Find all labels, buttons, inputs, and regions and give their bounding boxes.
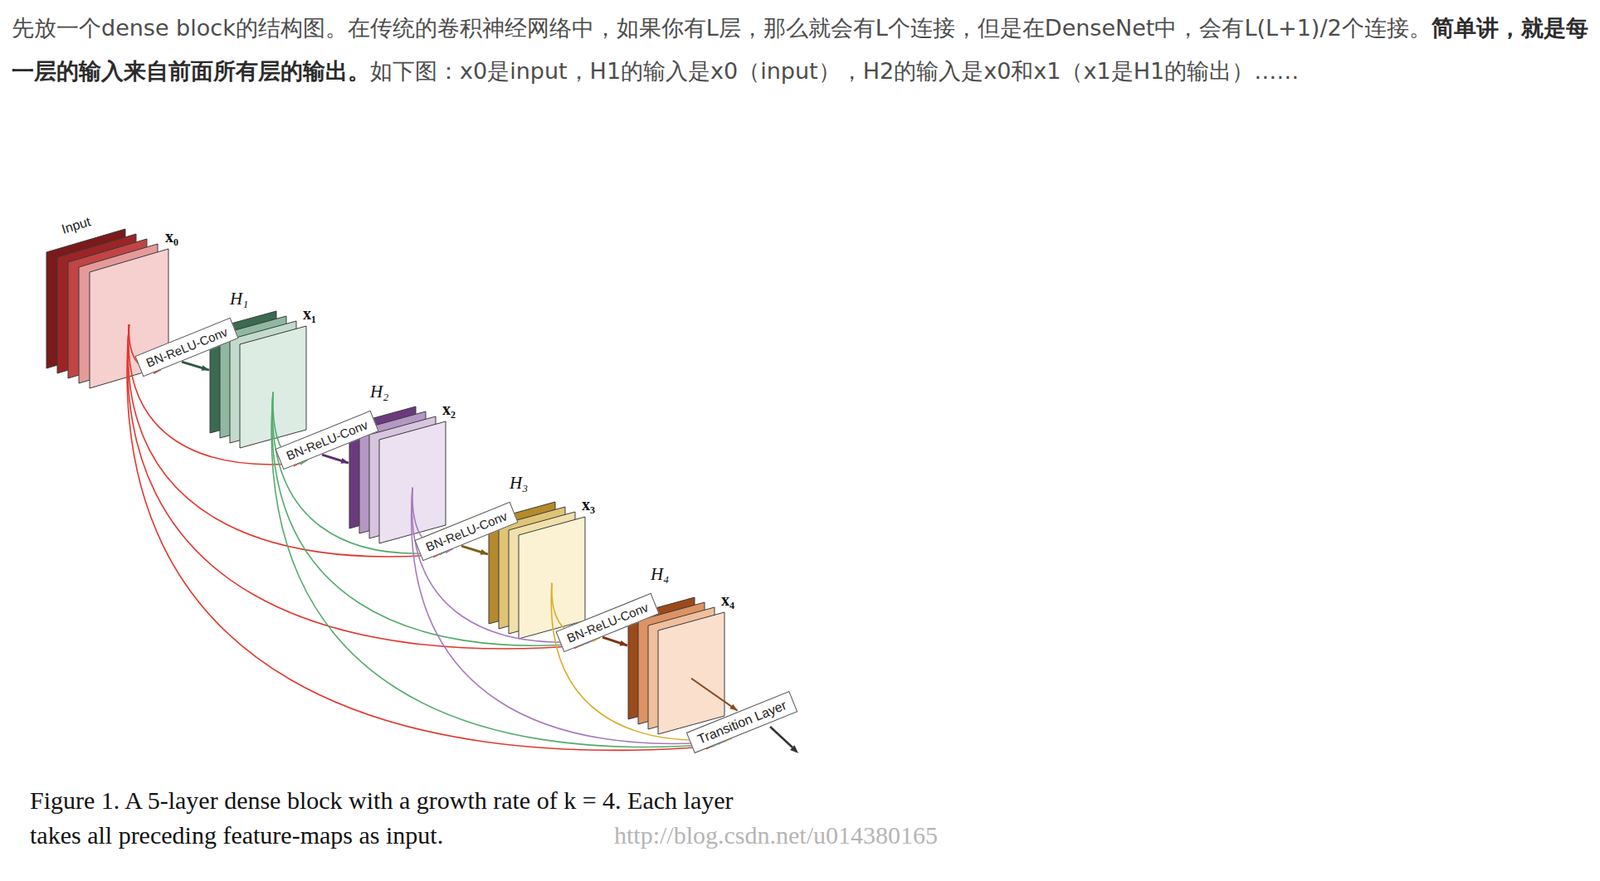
stack-label-box: x₃ bbox=[581, 496, 596, 513]
transition-text: Transition Layer bbox=[695, 697, 789, 747]
feature-map bbox=[369, 416, 436, 539]
transition-layer: Transition Layer bbox=[686, 690, 798, 753]
feature-map bbox=[658, 612, 725, 735]
feature-map-label: x₂ bbox=[442, 400, 456, 419]
feature-map bbox=[209, 311, 277, 434]
dense-connection bbox=[411, 487, 727, 745]
stack-label-box: x₂ bbox=[442, 400, 456, 418]
watermark-box: http://blog.csdn.net/u014380165 bbox=[614, 818, 938, 854]
layer-op-text: BN-ReLU-Conv bbox=[424, 508, 510, 555]
feature-map bbox=[508, 512, 576, 635]
dense-connection bbox=[272, 392, 589, 646]
feature-map bbox=[229, 321, 297, 444]
feature-map bbox=[498, 507, 566, 630]
feature-map-label: x₃ bbox=[581, 495, 596, 514]
feature-map bbox=[349, 406, 416, 529]
layer-op-text: BN-ReLU-Conv bbox=[284, 417, 371, 464]
layer-name-box: H₁ bbox=[229, 290, 249, 308]
dense-connection bbox=[551, 583, 732, 742]
layer-name: H₃ bbox=[509, 473, 528, 493]
feature-map bbox=[379, 421, 446, 544]
dense-connection bbox=[411, 487, 594, 643]
stack-label-box: x₁ bbox=[302, 305, 317, 322]
dense-connection bbox=[272, 392, 447, 554]
layer-name-box: H₄ bbox=[650, 565, 669, 584]
feature-map bbox=[628, 597, 695, 720]
input-label-box: Input bbox=[59, 214, 93, 237]
layer-output-arrow bbox=[181, 361, 210, 371]
feature-map-label: x₄ bbox=[721, 590, 735, 610]
dense-connection bbox=[271, 392, 720, 748]
layer-name: H₄ bbox=[650, 564, 669, 585]
feature-map-label: x₀ bbox=[165, 227, 179, 246]
stack-label-box: x₀ bbox=[165, 228, 179, 245]
dense-connection bbox=[691, 678, 738, 712]
dense-connection bbox=[126, 324, 714, 751]
feature-map bbox=[239, 326, 307, 449]
layer-name-box: H₂ bbox=[370, 383, 389, 401]
output-arrow-line bbox=[770, 726, 793, 748]
output-arrow-head bbox=[790, 745, 799, 754]
layer-output-arrow bbox=[461, 546, 488, 555]
bn-relu-conv-box: H₄BN-ReLU-Conv bbox=[555, 592, 659, 653]
input-label: Input bbox=[59, 214, 93, 237]
stack-label-box: x₄ bbox=[721, 591, 735, 609]
body-text: 先放一个dense block的结构图。在传统的卷积神经网络中，如果你有L层，那… bbox=[11, 14, 1432, 41]
bn-relu-conv-box: H₂BN-ReLU-Conv bbox=[274, 409, 379, 470]
intro-paragraph: 先放一个dense block的结构图。在传统的卷积神经网络中，如果你有L层，那… bbox=[11, 6, 1589, 93]
feature-map bbox=[57, 234, 137, 374]
watermark: http://blog.csdn.net/u014380165 bbox=[614, 821, 938, 849]
layer-op-text: BN-ReLU-Conv bbox=[144, 324, 230, 371]
feature-map-label: x₁ bbox=[302, 304, 317, 323]
feature-map bbox=[638, 602, 705, 725]
body-text: 如下图：x0是input，H1的输入是x0（input），H2的输入是x0和x1… bbox=[370, 58, 1299, 84]
layer-name: H₁ bbox=[229, 288, 249, 309]
layer-output-arrow bbox=[602, 637, 628, 646]
layer-output-arrow bbox=[321, 454, 349, 464]
feature-map bbox=[488, 502, 556, 625]
feature-map bbox=[46, 229, 126, 369]
layer-name-box: H₃ bbox=[509, 474, 528, 493]
bn-relu-conv-box: H₁BN-ReLU-Conv bbox=[134, 317, 239, 377]
feature-map bbox=[518, 517, 586, 640]
dense-connection bbox=[127, 324, 441, 557]
feature-map bbox=[359, 411, 426, 534]
feature-map bbox=[219, 316, 287, 439]
bn-relu-conv-box: H₃BN-ReLU-Conv bbox=[414, 501, 518, 561]
feature-map bbox=[648, 607, 715, 730]
layer-op-text: BN-ReLU-Conv bbox=[565, 600, 651, 646]
layer-name: H₂ bbox=[370, 381, 389, 402]
